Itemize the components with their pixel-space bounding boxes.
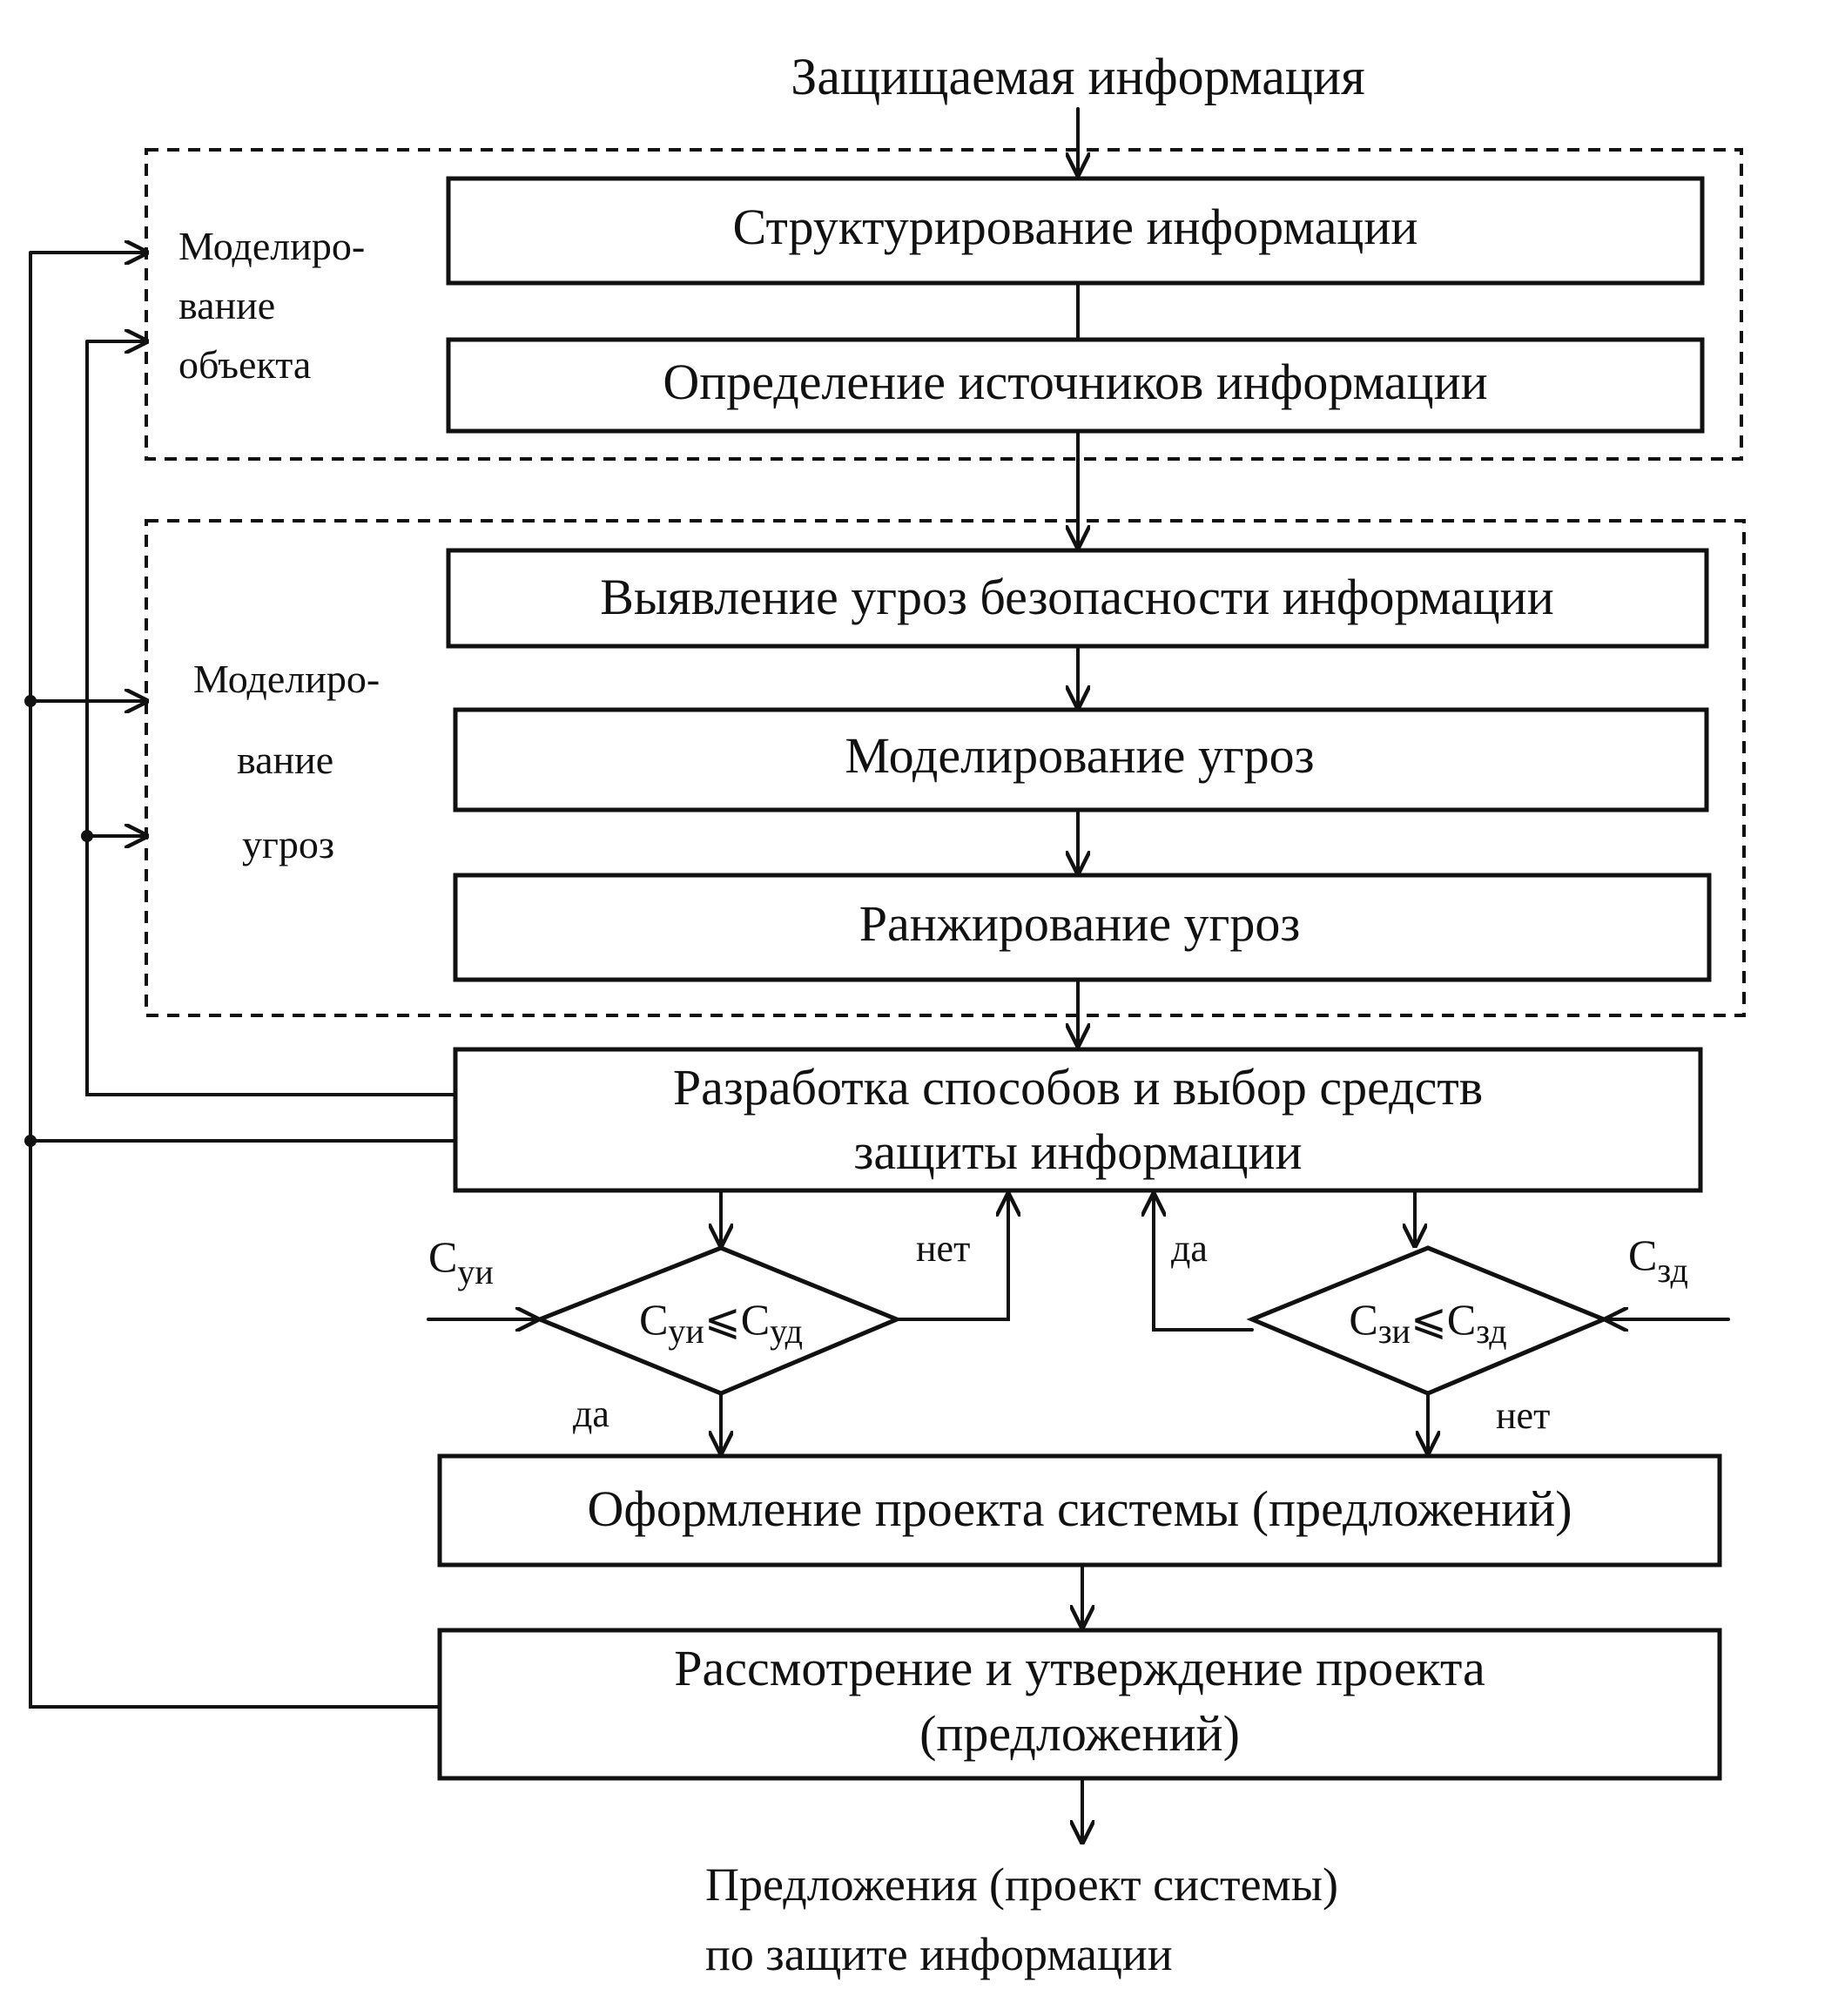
group-threats-label-2: вание: [237, 738, 333, 782]
box-structuring: [446, 176, 1705, 286]
group-object-label-2: вание: [178, 283, 275, 327]
arrow-left-no: [895, 1195, 1008, 1321]
box-project-design: [437, 1453, 1722, 1568]
box-review-text-1: Рассмотрение и утверждение проекта: [674, 1640, 1485, 1696]
box-structuring-text: Структурирование информации: [733, 199, 1418, 255]
decision-left-yes-label: да: [573, 1392, 609, 1435]
decision-left-condition: Суи⩽Суд: [639, 1295, 803, 1351]
loop-inner-line: [85, 341, 455, 1096]
output-label-1: Предложения (проект системы): [705, 1858, 1338, 1911]
box-review-text-2: (предложений): [919, 1705, 1240, 1762]
box-review: [437, 1628, 1722, 1781]
loop-outer-junction-1: [24, 695, 37, 707]
box-threat-ranking: [453, 873, 1712, 982]
box-threat-detection: [446, 548, 1709, 649]
box-sources: [446, 337, 1705, 434]
arrow-right-yes: [1154, 1195, 1254, 1332]
box-threat-modeling: [453, 707, 1709, 812]
decision-right-yes-label: да: [1171, 1227, 1208, 1270]
decision-left-input-label: Суи: [428, 1232, 494, 1291]
loop-outer-line: [29, 253, 440, 1709]
group-object-label-3: объекта: [178, 342, 311, 387]
decision-right-condition: Сзи⩽Сзд: [1349, 1295, 1506, 1351]
box-development-text-2: защиты информации: [853, 1123, 1302, 1180]
decision-right-no-label: нет: [1496, 1394, 1550, 1437]
loop-outer-junction-2: [24, 1135, 37, 1147]
group-object-modeling: [145, 148, 1743, 461]
box-threat-detection-text: Выявление угроз безопасности информации: [600, 569, 1554, 625]
box-threat-ranking-text: Ранжирование угроз: [859, 895, 1301, 952]
group-object-label-1: Моделиро-: [178, 224, 365, 268]
decision-right-input-label: Сзд: [1628, 1231, 1688, 1290]
box-development-text-1: Разработка способов и выбор средств: [673, 1059, 1483, 1116]
input-label: Защищаемая информация: [791, 48, 1364, 105]
group-threats-label-1: Моделиро-: [193, 657, 380, 701]
output-label-2: по защите информации: [705, 1928, 1173, 1980]
box-project-design-text: Оформление проекта системы (предложений): [587, 1480, 1572, 1537]
box-threat-modeling-text: Моделирование угроз: [845, 727, 1314, 784]
group-threats-label-3: угроз: [242, 822, 334, 866]
group-threat-modeling: [145, 519, 1746, 1017]
loop-inner-junction: [81, 830, 93, 842]
box-sources-text: Определение источников информации: [663, 354, 1487, 410]
decision-left-no-label: нет: [916, 1227, 970, 1270]
box-development: [453, 1047, 1703, 1193]
